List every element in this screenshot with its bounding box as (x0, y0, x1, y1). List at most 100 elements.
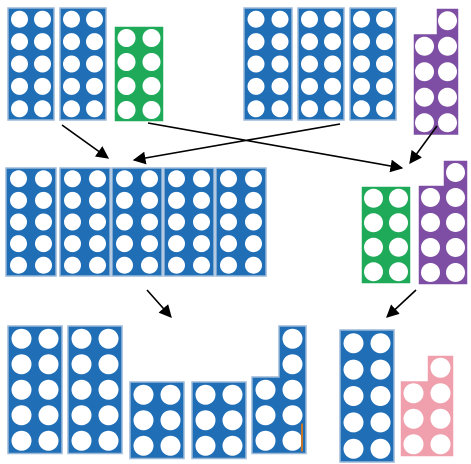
arrows-layer (61, 122, 438, 318)
top-row-left-bar-3-peg (117, 77, 136, 95)
top-row-right-bar-1 (243, 7, 293, 121)
middle-row-right-bar-2-peg (421, 238, 440, 257)
bottom-row-left-bar-4-peg (195, 384, 216, 405)
middle-row-right-bar-2-peg (421, 188, 440, 207)
bottom-row-left-bar-4 (191, 381, 247, 460)
top-row-left-bar-1-peg (34, 55, 51, 73)
bottom-row-left-bar-1-peg (11, 354, 32, 375)
top-row-right-bar-2-peg (324, 33, 341, 51)
middle-row-left-bar-3-peg (116, 235, 133, 253)
bottom-row-left-bar-2-peg (71, 379, 92, 400)
middle-row-right-bar-2-peg (446, 238, 465, 257)
middle-row-left-bar-5-peg (245, 235, 262, 253)
bottom-row-left-bar-3-peg (160, 435, 181, 456)
bottom-row-right-bar-2-body (399, 354, 455, 458)
middle-row-left-bar-5-peg (245, 213, 262, 231)
bottom-row-right-bar-1-peg (370, 386, 391, 406)
middle-row-left-bar-2-peg (64, 213, 81, 231)
bottom-row-right-group (339, 329, 455, 463)
bottom-row-left-bar-1-peg (38, 405, 59, 426)
middle-row-right-bar-1-peg (389, 237, 408, 257)
top-row-right-bar-4-peg (438, 62, 457, 82)
middle-row-left-bar-2-peg (89, 170, 106, 188)
top-row-right-bar-1-peg (247, 55, 265, 73)
middle-row-left-bar-5 (215, 167, 267, 277)
middle-row-right-bar-2 (417, 159, 469, 286)
middle-row-left-bar-2-peg (64, 191, 81, 209)
bottom-row-left-bar-5-peg (282, 354, 303, 375)
top-row-left-bar-1 (7, 7, 55, 121)
middle-row-left-bar-5-peg (220, 213, 237, 231)
bottom-row (7, 325, 455, 463)
top-row-right-bar-3-peg (376, 55, 393, 73)
bottom-row-left-bar-2-peg (98, 405, 119, 426)
bottom-row-right-bar-1-peg (343, 386, 364, 406)
bottom-row-left-bar-2-peg (98, 354, 119, 375)
bottom-row-left-bar-3-peg (133, 435, 154, 456)
middle-row-left-bar-4-peg (193, 213, 210, 231)
bottom-row-left-bar-3-peg (133, 384, 154, 405)
arrow-top-left-to-middle-left (61, 124, 110, 159)
bottom-row-left-bar-5-peg (255, 430, 276, 451)
top-row-right-bar-1-peg (271, 33, 289, 51)
bottom-row-left-bar-5-peg (282, 405, 303, 426)
top-row-right-bar-4-peg (438, 113, 457, 133)
top-row-right-bar-2-peg (301, 77, 318, 95)
middle-row-left-bar-2-peg (64, 235, 81, 253)
bottom-row-right-bar-1-peg (343, 412, 364, 433)
middle-row-left-bar-1-peg (35, 213, 52, 231)
middle-row-right-bar-1-peg (364, 237, 383, 257)
top-row-left-bar-3-peg (117, 101, 136, 119)
bottom-row-left-bar-2-peg (71, 328, 92, 349)
bottom-row-left-bar-4-peg (195, 435, 216, 456)
middle-row-left-bar-3-peg (116, 170, 133, 188)
middle-row-left-bar-4-peg (193, 256, 210, 274)
arrow-top-right-to-middle-left (132, 123, 341, 165)
bottom-row-right-bar-2-peg (403, 383, 424, 404)
middle-row-right-bar-2-peg (421, 263, 440, 282)
top-row-left-bar-2-peg (86, 10, 103, 28)
top-row-right-bar-2 (297, 7, 345, 121)
bottom-row-right-bar-1-peg (343, 438, 364, 459)
middle-row-left-group (5, 167, 267, 277)
middle-row-left-bar-5-peg (245, 191, 262, 209)
top-row-right-bar-1-peg (271, 10, 289, 28)
top-row-right-bar-4-peg (438, 11, 457, 31)
bottom-row-left-bar-2 (67, 325, 123, 455)
bottom-row-left-bar-4-peg (222, 384, 243, 405)
bottom-row-right-bar-1-peg (370, 359, 391, 380)
arrow-top-left-to-middle-right (147, 122, 404, 173)
top-row-right-bar-2-peg (324, 10, 341, 28)
middle-row-left-bar-3-peg (116, 256, 133, 274)
bottom-row-left-bar-1-peg (11, 405, 32, 426)
top-row-right-bar-1-peg (247, 33, 265, 51)
top-row (7, 7, 460, 137)
bottom-row-left-bar-3 (129, 381, 185, 460)
middle-row-left-bar-2-peg (89, 235, 106, 253)
top-row-left-bar-1-peg (34, 33, 51, 51)
middle-row-left-bar-2-peg (64, 256, 81, 274)
top-row-right-bar-2-peg (324, 77, 341, 95)
top-row-left-bar-1-peg (34, 100, 51, 118)
bottom-row-left-bar-1-peg (11, 328, 32, 349)
top-row-left-bar-2-peg (86, 77, 103, 95)
top-row-left-bar-2-peg (63, 77, 80, 95)
top-row-left-bar-1-peg (11, 33, 28, 51)
middle-row-right-bar-2-peg (446, 188, 465, 207)
bottom-row-left-bar-5 (251, 325, 307, 455)
top-row-left-bar-2-peg (86, 33, 103, 51)
middle-row-right-bar-1-peg (389, 262, 408, 282)
bottom-row-left-bar-2-peg (71, 405, 92, 426)
top-row-right-bar-4-peg (415, 36, 434, 56)
top-row-left-group (7, 7, 165, 123)
middle-row-left-bar-3-peg (141, 256, 158, 274)
middle-row-right-bar-2-peg (421, 213, 440, 232)
top-row-left-bar-1-peg (11, 10, 28, 28)
bottom-row-right-bar-1-peg (343, 333, 364, 354)
middle-row-right-bar-1-peg (364, 213, 383, 233)
top-row-left-bar-2-peg (86, 100, 103, 118)
middle-row-left-bar-2-peg (89, 256, 106, 274)
middle-row-left-bar-1-peg (35, 235, 52, 253)
middle-row-left-bar-3-peg (141, 191, 158, 209)
middle-row-left-bar-5-peg (220, 256, 237, 274)
